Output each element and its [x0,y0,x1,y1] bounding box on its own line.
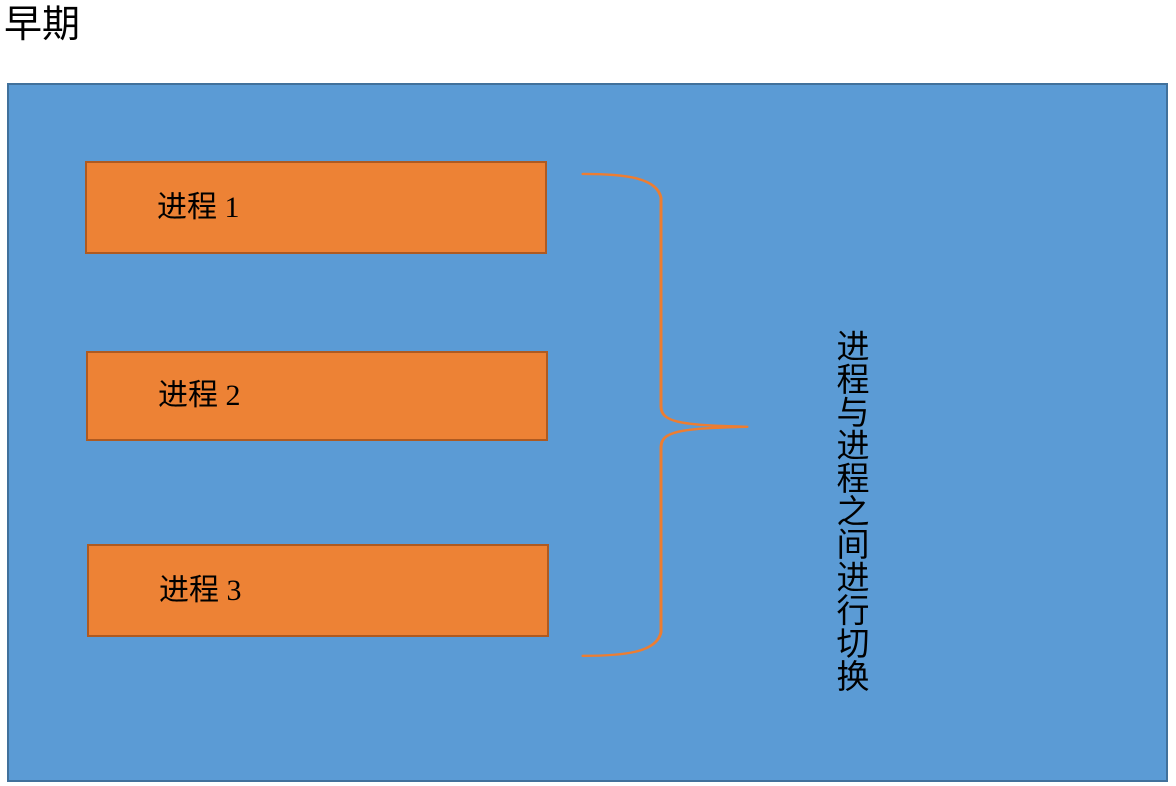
brace-container [569,155,769,675]
switching-annotation-text: 进程与进程之间进行切换 [831,329,867,692]
process-box-1-label: 进程 1 [157,190,240,224]
process-box-3[interactable]: 进程 3 [87,544,549,637]
process-box-2-label: 进程 2 [158,379,241,412]
process-box-2[interactable]: 进程 2 [86,351,548,441]
process-box-1[interactable]: 进程 1 [85,161,547,254]
left-curly-brace-icon [581,172,749,658]
page-title: 早期 [4,4,81,46]
process-area-panel: 进程 1 进程 2 进程 3 进程与进程之间进行切换 [7,83,1168,782]
process-box-3-label: 进程 3 [159,573,242,607]
